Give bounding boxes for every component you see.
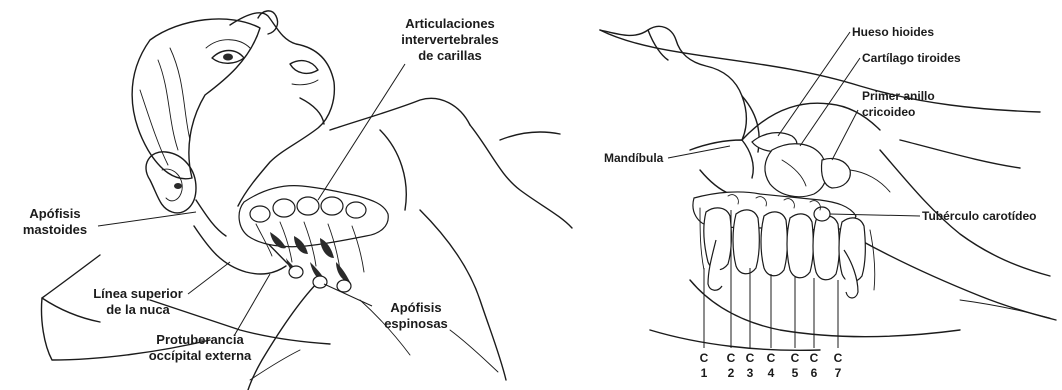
- label-nuchal-1: Línea superior: [93, 286, 183, 301]
- label-mastoid-1: Apófisis: [29, 206, 80, 221]
- vertebra-c4-number: 4: [768, 366, 775, 380]
- vertebra-c5-letter: C: [791, 351, 800, 365]
- label-cricoid-2: cricoideo: [862, 105, 915, 119]
- vertebra-c1-number: 1: [701, 366, 708, 380]
- label-protuberance-1: Protuberancia: [156, 332, 244, 347]
- right-face-outline: [600, 26, 747, 140]
- label-facet-joints-2: intervertebrales: [401, 32, 499, 47]
- skull-outline: [132, 19, 260, 179]
- label-facet-joints-3: de carillas: [418, 48, 482, 63]
- torso-outline: [330, 98, 470, 130]
- leader-facet-joints: [318, 64, 405, 200]
- label-carotid: Tubérculo carotídeo: [922, 209, 1036, 223]
- vertebra-c4-letter: C: [767, 351, 776, 365]
- leader-cricoid: [832, 110, 858, 160]
- label-spinous-2: espinosas: [384, 316, 448, 331]
- label-mastoid-2: mastoides: [23, 222, 87, 237]
- carotid-tubercle: [814, 207, 830, 221]
- leader-nuchal: [188, 262, 230, 294]
- vertebra-labels: C 1 C 2 C 3 C 4 C 5 C 6 C 7: [700, 351, 843, 380]
- vertebra-c1-letter: C: [700, 351, 709, 365]
- label-spinous-1: Apófisis: [390, 300, 441, 315]
- leader-hyoid: [778, 32, 850, 136]
- mandible-outline: [690, 140, 753, 178]
- left-cervical-spine: [239, 186, 388, 292]
- vertebra-c7-letter: C: [834, 351, 843, 365]
- left-labels: Articulaciones intervertebrales de caril…: [23, 16, 499, 363]
- vertebra-c6-number: 6: [811, 366, 818, 380]
- label-thyroid: Cartílago tiroides: [862, 51, 961, 65]
- label-mandible: Mandíbula: [604, 151, 664, 165]
- vertebra-c3-letter: C: [746, 351, 755, 365]
- right-cervical-spine: [693, 192, 875, 298]
- label-facet-joints-1: Articulaciones: [405, 16, 495, 31]
- label-nuchal-2: de la nuca: [106, 302, 170, 317]
- label-cricoid-1: Primer anillo: [862, 89, 935, 103]
- leader-protuberance: [234, 274, 270, 336]
- vertebra-c7-number: 7: [835, 366, 842, 380]
- label-hyoid: Hueso hioides: [852, 25, 934, 39]
- leader-mandible: [668, 146, 730, 158]
- face-outline: [230, 13, 334, 206]
- vertebra-c3-number: 3: [747, 366, 754, 380]
- right-neck-drawing: [600, 26, 1056, 350]
- leader-thyroid: [800, 58, 860, 146]
- nose-outline: [258, 11, 278, 34]
- vertebra-c5-number: 5: [792, 366, 799, 380]
- leader-mastoid: [98, 212, 196, 226]
- label-protuberance-2: occípital externa: [149, 348, 252, 363]
- cricoid-ring: [821, 158, 850, 188]
- vertebra-c6-letter: C: [810, 351, 819, 365]
- vertebra-c2-letter: C: [727, 351, 736, 365]
- vertebra-c2-number: 2: [728, 366, 735, 380]
- left-head-drawing: [41, 11, 572, 390]
